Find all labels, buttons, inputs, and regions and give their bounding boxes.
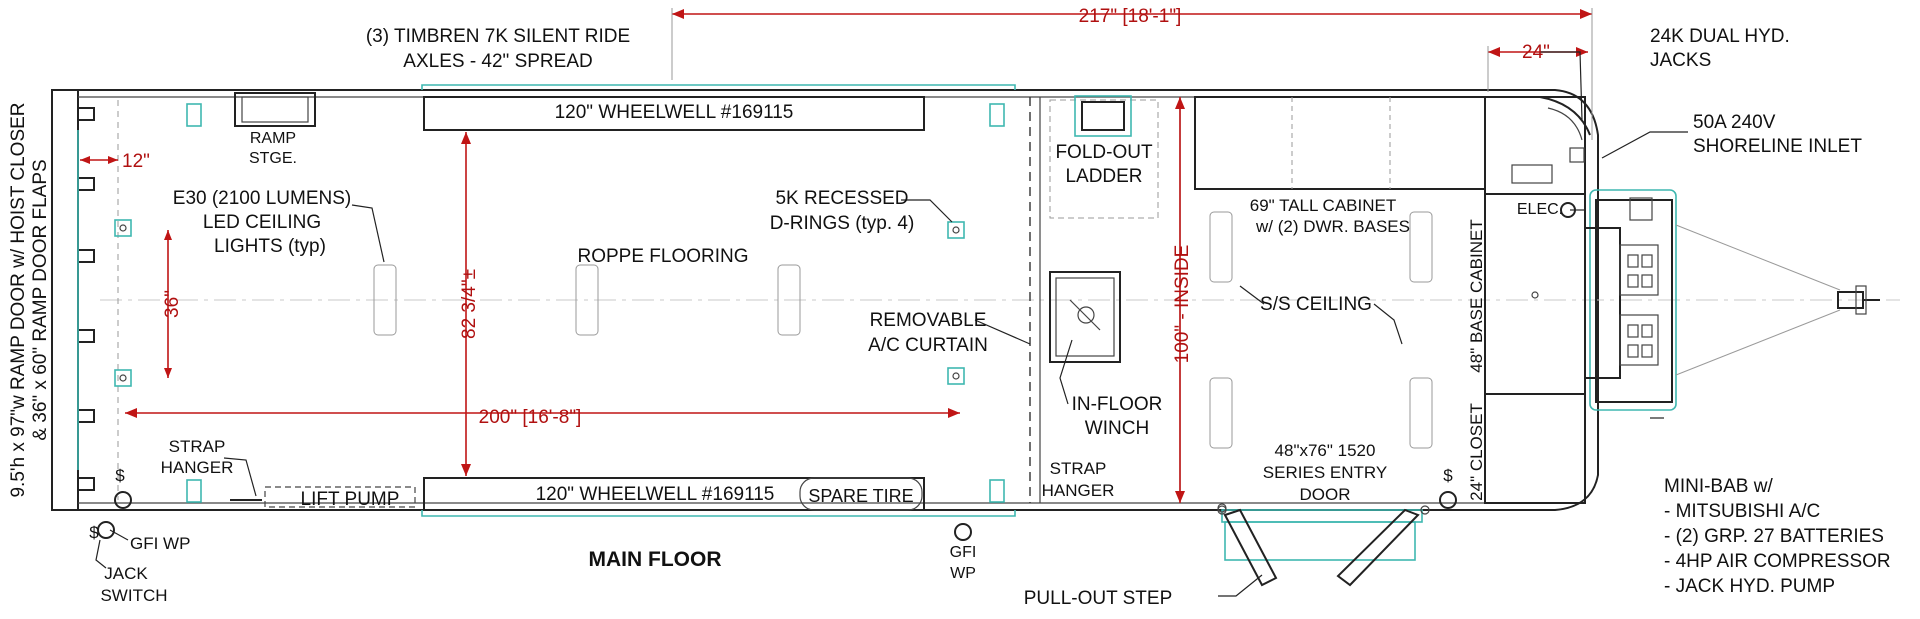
ramp-door-label-2: & 36" x 60" RAMP DOOR FLAPS xyxy=(30,159,51,440)
lift-pump-label: LIFT PUMP xyxy=(301,489,400,510)
base-cabinet-label: 48" BASE CABINET xyxy=(1467,219,1486,372)
ac-curtain-area xyxy=(1029,95,1181,503)
spare-tire-label: SPARE TIRE xyxy=(808,486,913,506)
hitch-area xyxy=(1584,189,1880,411)
leader-lines xyxy=(95,51,1688,597)
drawing-title: MAIN FLOOR xyxy=(589,548,722,571)
overall-front-dimension: 217" [18'-1"] xyxy=(1079,6,1182,27)
ceiling-lights xyxy=(373,211,1433,449)
front-offset-dimension: 24" xyxy=(1522,42,1550,63)
axles-label-1: (3) TIMBREN 7K SILENT RIDE xyxy=(366,26,630,47)
floor-length-dimension: 200" [16'-8"] xyxy=(479,407,582,428)
d-rings xyxy=(114,219,965,387)
winch-label-2: WINCH xyxy=(1085,418,1149,439)
gfi-mid-label-2: WP xyxy=(950,565,976,582)
strap-hanger-left-2: HANGER xyxy=(161,458,234,477)
wheelwells xyxy=(421,84,1016,517)
gfi-left-label: GFI WP xyxy=(130,534,190,553)
ramp-storage xyxy=(234,92,316,127)
inside-width-dimension: 100" - INSIDE xyxy=(1172,245,1193,364)
switch-symbol-right: $ xyxy=(1443,466,1453,485)
cabinet-label-2: w/ (2) DWR. BASES xyxy=(1255,217,1410,236)
shoreline-label-1: 50A 240V xyxy=(1693,112,1776,133)
elec-label: ELEC. xyxy=(1517,201,1563,218)
entry-door xyxy=(1217,505,1430,587)
jack-switch-label-1: JACK xyxy=(104,564,148,583)
axles-label-2: AXLES - 42" SPREAD xyxy=(403,51,592,72)
fixtures xyxy=(97,202,1576,541)
closet-label: 24" CLOSET xyxy=(1467,403,1486,501)
dimension-lines xyxy=(80,8,1593,503)
ramp-storage-label-1: RAMP xyxy=(250,130,296,147)
mini-bab-label-4: - JACK HYD. PUMP xyxy=(1664,576,1835,597)
lights-label-2: LED CEILING xyxy=(203,212,321,233)
ladder-label-1: FOLD-OUT xyxy=(1055,142,1153,163)
light-spacing-dimension: 36" xyxy=(162,290,183,318)
entry-door-label-3: DOOR xyxy=(1300,485,1351,504)
tie-down-boxes xyxy=(186,103,1005,503)
switch-symbol-left: $ xyxy=(115,466,125,485)
entry-door-label-1: 48"x76" 1520 xyxy=(1275,441,1376,460)
wheelwell-bottom-label: 120" WHEELWELL #169115 xyxy=(536,484,775,505)
cabinet-label-1: 69" TALL CABINET xyxy=(1250,196,1397,215)
d-rings-label-1: 5K RECESSED xyxy=(775,188,908,209)
d-rings-label-2: D-RINGS (typ. 4) xyxy=(770,213,915,234)
shoreline-label-2: SHORELINE INLET xyxy=(1693,136,1862,157)
mini-bab-label-2: - (2) GRP. 27 BATTERIES xyxy=(1664,526,1884,547)
mini-bab-label-0: MINI-BAB w/ xyxy=(1664,476,1773,497)
strap-hanger-right-1: STRAP xyxy=(1050,459,1107,478)
pull-out-step-label: PULL-OUT STEP xyxy=(1024,588,1173,609)
entry-door-label-2: SERIES ENTRY xyxy=(1263,463,1387,482)
lights-label-1: E30 (2100 LUMENS) xyxy=(173,188,351,209)
interior-width-dimension: 82 3/4"± xyxy=(459,269,480,339)
ramp-storage-label-2: STGE. xyxy=(249,150,297,167)
ramp-door-label-1: 9.5'h x 97"w RAMP DOOR w/ HOIST CLOSER xyxy=(8,102,29,497)
wheelwell-top-label: 120" WHEELWELL #169115 xyxy=(555,102,794,123)
strap-hanger-right-2: HANGER xyxy=(1042,481,1115,500)
mini-bab-label-3: - 4HP AIR COMPRESSOR xyxy=(1664,551,1891,572)
ss-ceiling-label: S/S CEILING xyxy=(1260,294,1372,315)
gfi-mid-label-1: GFI xyxy=(950,544,977,561)
trailer-outline xyxy=(51,89,1900,511)
strap-hanger-left-1: STRAP xyxy=(169,437,226,456)
winch-label-1: IN-FLOOR xyxy=(1072,394,1163,415)
ac-curtain-label-1: REMOVABLE xyxy=(870,310,987,331)
switch-symbol-bottom: $ xyxy=(89,523,99,542)
ramp-offset-dimension: 12" xyxy=(122,151,150,172)
lights-label-3: LIGHTS (typ) xyxy=(214,236,326,257)
flooring-label: ROPPE FLOORING xyxy=(577,246,748,267)
dual-jacks-label-2: JACKS xyxy=(1650,50,1711,71)
annotations: (3) TIMBREN 7K SILENT RIDE AXLES - 42" S… xyxy=(8,6,1891,609)
mini-bab-label-1: - MITSUBISHI A/C xyxy=(1664,501,1820,522)
ac-curtain-label-2: A/C CURTAIN xyxy=(868,335,988,356)
dual-jacks-label-1: 24K DUAL HYD. xyxy=(1650,26,1790,47)
ladder-label-2: LADDER xyxy=(1065,166,1142,187)
jack-switch-label-2: SWITCH xyxy=(100,586,167,605)
